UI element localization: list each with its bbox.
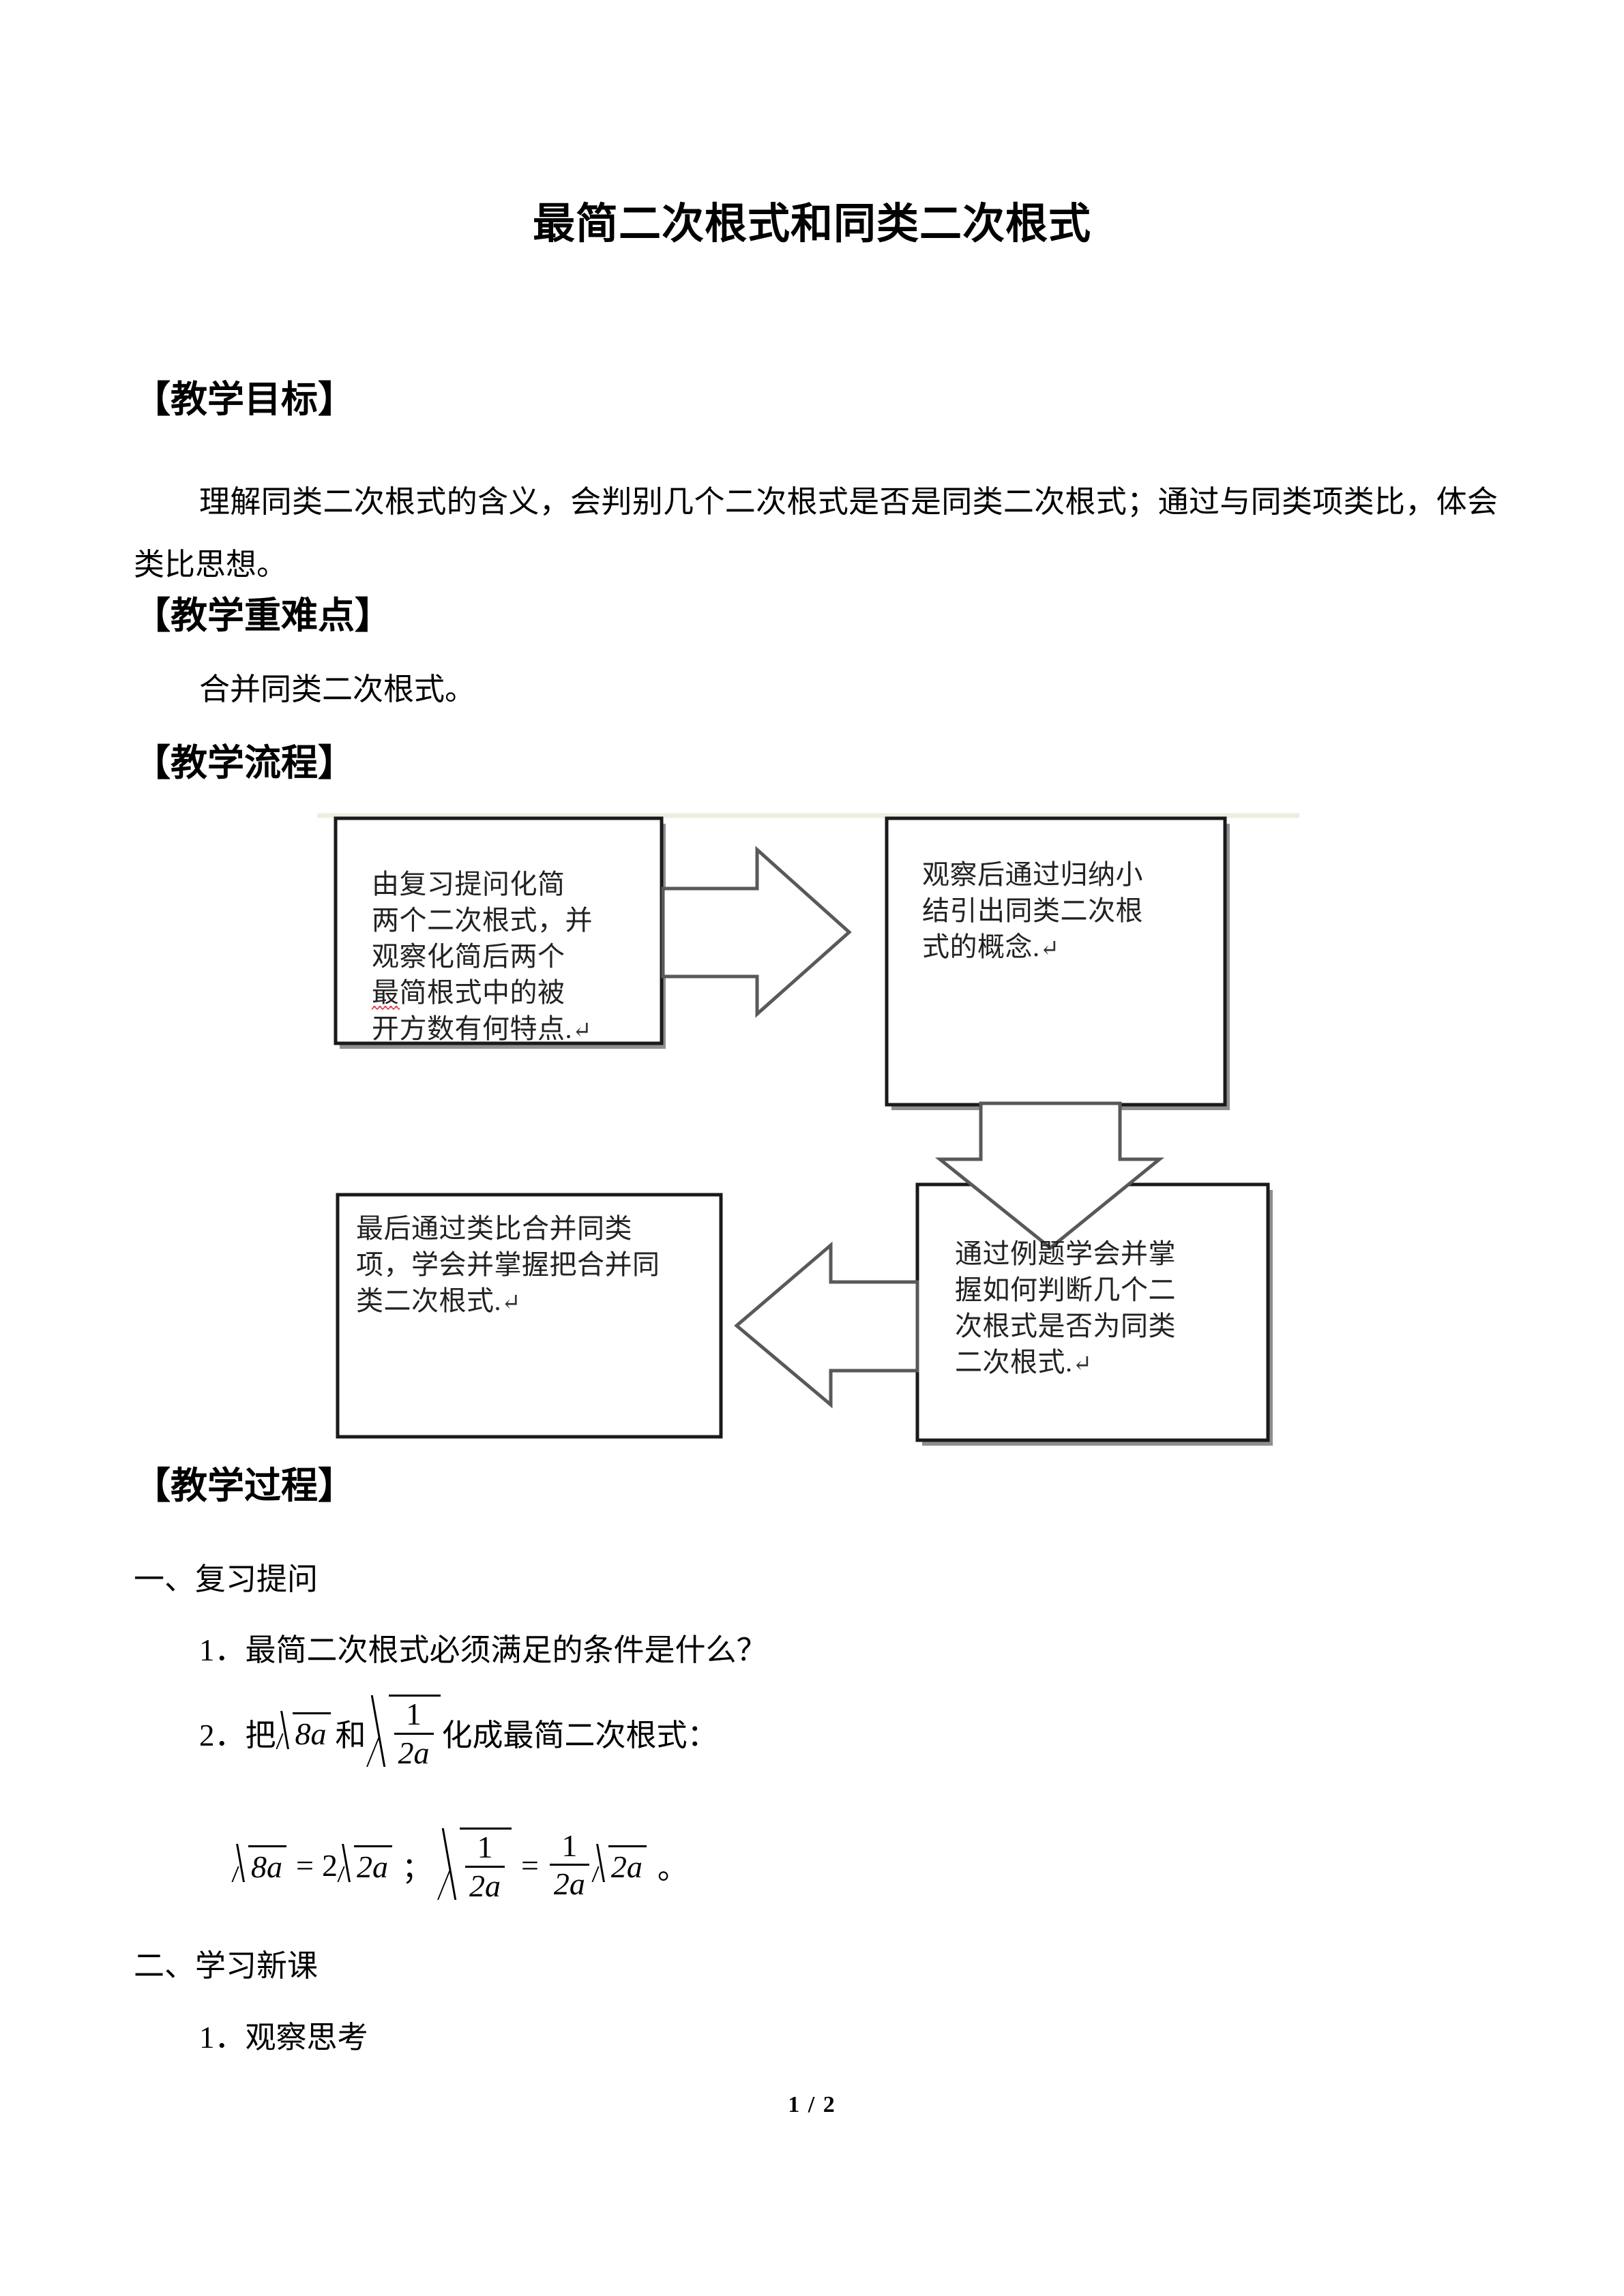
sqrt-one-over-2a-eq: 1 2a xyxy=(442,1828,512,1903)
flow-line: 式的概念.↵ xyxy=(922,929,1215,967)
spellcheck-underlined-token: 最 xyxy=(372,977,400,1010)
process-item-2-prefix: 2．把 xyxy=(199,1718,276,1753)
equals-sign: = xyxy=(296,1847,314,1883)
flow-box-text-analogy-combine: 最后通过类比合并同类 项，学会并掌握把合并同 类二次根式.↵ xyxy=(356,1210,711,1321)
radical-sign-icon xyxy=(278,1712,293,1752)
section-heading-keypoints: 【教学重难点】 xyxy=(134,595,392,636)
process-item-2: 2．把 8a 和 1 2a 化成最简二次根式： xyxy=(199,1684,718,1780)
flow-line-text: 式的概念. xyxy=(922,931,1040,962)
equals-sign: = xyxy=(520,1847,539,1883)
pilcrow-icon: ↵ xyxy=(1072,1352,1093,1377)
process-item-2-mid: 和 xyxy=(335,1718,366,1753)
equation-separator: ； xyxy=(401,1851,432,1885)
section-heading-process: 【教学过程】 xyxy=(134,1465,355,1506)
section-body-objectives: 理解同类二次根式的含义，会判别几个二次根式是否是同类二次根式；通过与同类项类比，… xyxy=(134,485,1498,582)
process-part-one-label: 一、复习提问 xyxy=(134,1562,319,1596)
radical-sign-icon xyxy=(339,1845,354,1885)
pilcrow-icon: ↵ xyxy=(1039,936,1060,961)
process-item-2-suffix: 化成最简二次根式： xyxy=(441,1718,718,1753)
radicand: 1 2a xyxy=(388,1695,441,1770)
radical-sign-icon xyxy=(371,1695,389,1770)
radicand: 8a xyxy=(248,1845,286,1885)
fraction-denominator: 2a xyxy=(398,1735,430,1770)
radicand: 2a xyxy=(608,1845,647,1885)
process-item-1: 1．最简二次根式必须满足的条件是什么？ xyxy=(199,1633,767,1667)
sqrt-8a-eq: 8a xyxy=(233,1845,286,1885)
fraction-one-over-2a-rhs: 1 2a xyxy=(549,1828,589,1901)
section-body-keypoints: 合并同类二次根式。 xyxy=(199,672,476,706)
flow-line: 开方数有何特点.↵ xyxy=(372,1011,645,1049)
flow-line: 观察化简后两个 xyxy=(372,941,565,972)
flow-arrow-right-top xyxy=(661,846,852,1018)
flow-line: 次根式是否为同类 xyxy=(955,1311,1176,1341)
flow-box-text-review-question: 由复习提问化简 两个二次根式，并 观察化简后两个 最简根式中的被 开方数有何特点… xyxy=(372,866,645,1049)
pilcrow-icon: ↵ xyxy=(572,1018,592,1043)
radical-sign-icon xyxy=(593,1845,608,1885)
fraction-numerator: 1 xyxy=(561,1828,578,1863)
flow-line-text: 类二次根式. xyxy=(356,1285,501,1316)
fraction-bar xyxy=(549,1864,589,1866)
radicand-value: 8a xyxy=(295,1716,327,1751)
radicand: 1 2a xyxy=(459,1828,512,1903)
pilcrow-icon: ↵ xyxy=(501,1290,521,1315)
section-heading-flow: 【教学流程】 xyxy=(134,743,355,784)
sqrt-one-over-2a: 1 2a xyxy=(371,1695,441,1770)
flow-box-text-observe-conclude: 观察后通过归纳小 结引出同类二次根 式的概念.↵ xyxy=(922,856,1215,967)
flow-box-text-example-judge: 通过例题学会并掌 握如何判断几个二 次根式是否为同类 二次根式.↵ xyxy=(955,1236,1255,1382)
sqrt-2a-eq: 2a xyxy=(339,1845,392,1885)
sqrt-8a: 8a xyxy=(278,1712,331,1752)
fraction-bar xyxy=(464,1865,505,1868)
flow-line-text: 二次根式. xyxy=(955,1347,1073,1377)
fraction-numerator: 1 xyxy=(406,1697,422,1732)
radical-sign-icon xyxy=(442,1828,460,1903)
fraction-one-over-2a: 1 2a xyxy=(464,1830,505,1903)
eq1-coefficient: 2 xyxy=(321,1847,338,1883)
fraction-denominator: 2a xyxy=(469,1868,501,1903)
page-number-footer: 1 / 2 xyxy=(788,2092,836,2117)
flow-arrow-left-bottom xyxy=(734,1241,919,1409)
fraction-numerator: 1 xyxy=(477,1830,493,1865)
page-title: 最简二次根式和同类二次根式 xyxy=(532,201,1091,248)
sqrt-2a-rhs: 2a xyxy=(593,1845,647,1885)
flow-line-misspelled: 最简根式中的被 xyxy=(372,974,645,1011)
process-equation-line: 8a = 2 2a ； 1 2a = 1 2a xyxy=(232,1814,692,1916)
equation-end-punctuation: 。 xyxy=(657,1851,688,1885)
process-part-two-item-1: 1．观察思考 xyxy=(199,2021,368,2055)
fraction-denominator: 2a xyxy=(553,1866,585,1901)
flow-arrow-down-right xyxy=(934,1101,1165,1251)
flow-line: 通过例题学会并掌 xyxy=(955,1238,1176,1269)
flow-line: 最后通过类比合并同类 xyxy=(356,1213,632,1244)
flow-line-text: 开方数有何特点. xyxy=(372,1013,572,1044)
radicand: 2a xyxy=(353,1845,392,1885)
flow-line: 类二次根式.↵ xyxy=(356,1283,711,1321)
radicand-value: 8a xyxy=(251,1849,282,1884)
flow-line: 二次根式.↵ xyxy=(955,1344,1255,1382)
flow-line: 两个二次根式，并 xyxy=(372,905,593,936)
radicand-value: 2a xyxy=(356,1849,388,1884)
radical-sign-icon xyxy=(233,1845,248,1885)
flow-line: 观察后通过归纳小 xyxy=(922,859,1143,890)
radicand-value: 2a xyxy=(610,1849,643,1884)
flow-line: 项，学会并掌握把合并同 xyxy=(356,1249,660,1280)
radicand: 8a xyxy=(292,1712,331,1752)
fraction-bar xyxy=(394,1732,434,1735)
flow-line: 结引出同类二次根 xyxy=(922,895,1143,926)
flow-line: 由复习提问化简 xyxy=(372,869,565,899)
section-heading-objectives: 【教学目标】 xyxy=(134,379,355,420)
process-part-two-label: 二、学习新课 xyxy=(134,1949,319,1983)
fraction-one-over-2a: 1 2a xyxy=(394,1697,434,1770)
flow-line: 握如何判断几个二 xyxy=(955,1274,1176,1305)
